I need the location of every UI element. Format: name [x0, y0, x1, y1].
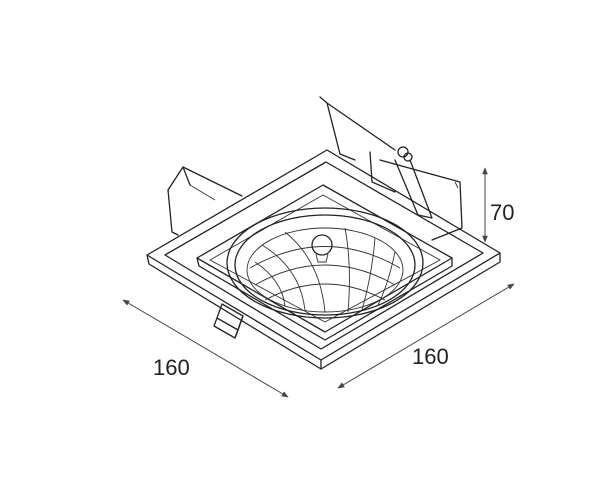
height-dimension: 70 — [482, 167, 514, 243]
right-width-label: 160 — [412, 344, 449, 369]
reflector — [226, 207, 424, 319]
spring-clip-left — [167, 166, 243, 236]
left-width-label: 160 — [153, 355, 190, 380]
right-width-dimension: 160 — [337, 283, 515, 389]
terminal-block — [213, 303, 244, 339]
mounting-bracket — [319, 96, 463, 241]
height-label: 70 — [490, 200, 514, 225]
left-width-dimension: 160 — [122, 299, 289, 398]
